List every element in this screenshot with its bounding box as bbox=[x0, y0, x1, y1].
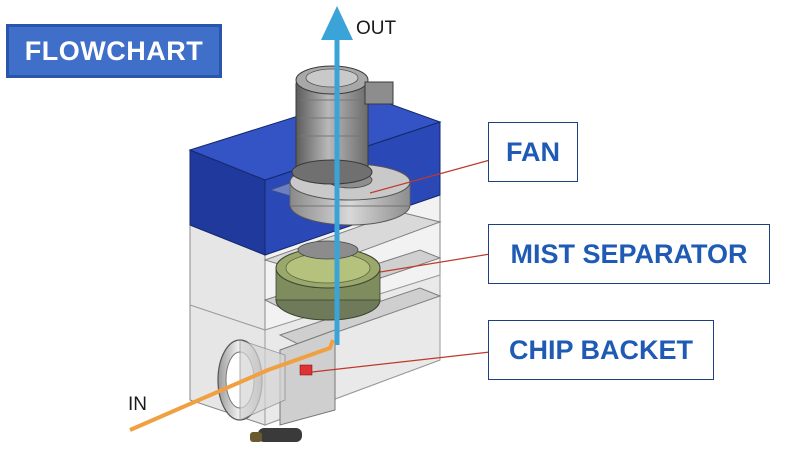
chip-backet-label-box: CHIP BACKET bbox=[488, 320, 714, 380]
fan-unit bbox=[289, 163, 411, 226]
flowchart-title: FLOWCHART bbox=[6, 24, 222, 78]
airflow-out-arrow bbox=[321, 6, 353, 345]
fan-label: FAN bbox=[506, 136, 560, 167]
leader-lines bbox=[311, 159, 491, 373]
mist-separator-label-box: MIST SEPARATOR bbox=[488, 224, 770, 284]
in-label: IN bbox=[128, 394, 147, 415]
out-label: OUT bbox=[356, 18, 397, 39]
mist-separator-label: MIST SEPARATOR bbox=[510, 238, 748, 269]
flowchart-title-text: FLOWCHART bbox=[24, 35, 204, 66]
motor bbox=[291, 65, 394, 185]
mist-separator-filter bbox=[275, 240, 381, 321]
drain-pipe bbox=[250, 428, 302, 442]
chip-backet-label: CHIP BACKET bbox=[508, 334, 694, 365]
fan-label-box: FAN bbox=[488, 122, 578, 182]
airflow-in-arrow bbox=[129, 339, 335, 432]
